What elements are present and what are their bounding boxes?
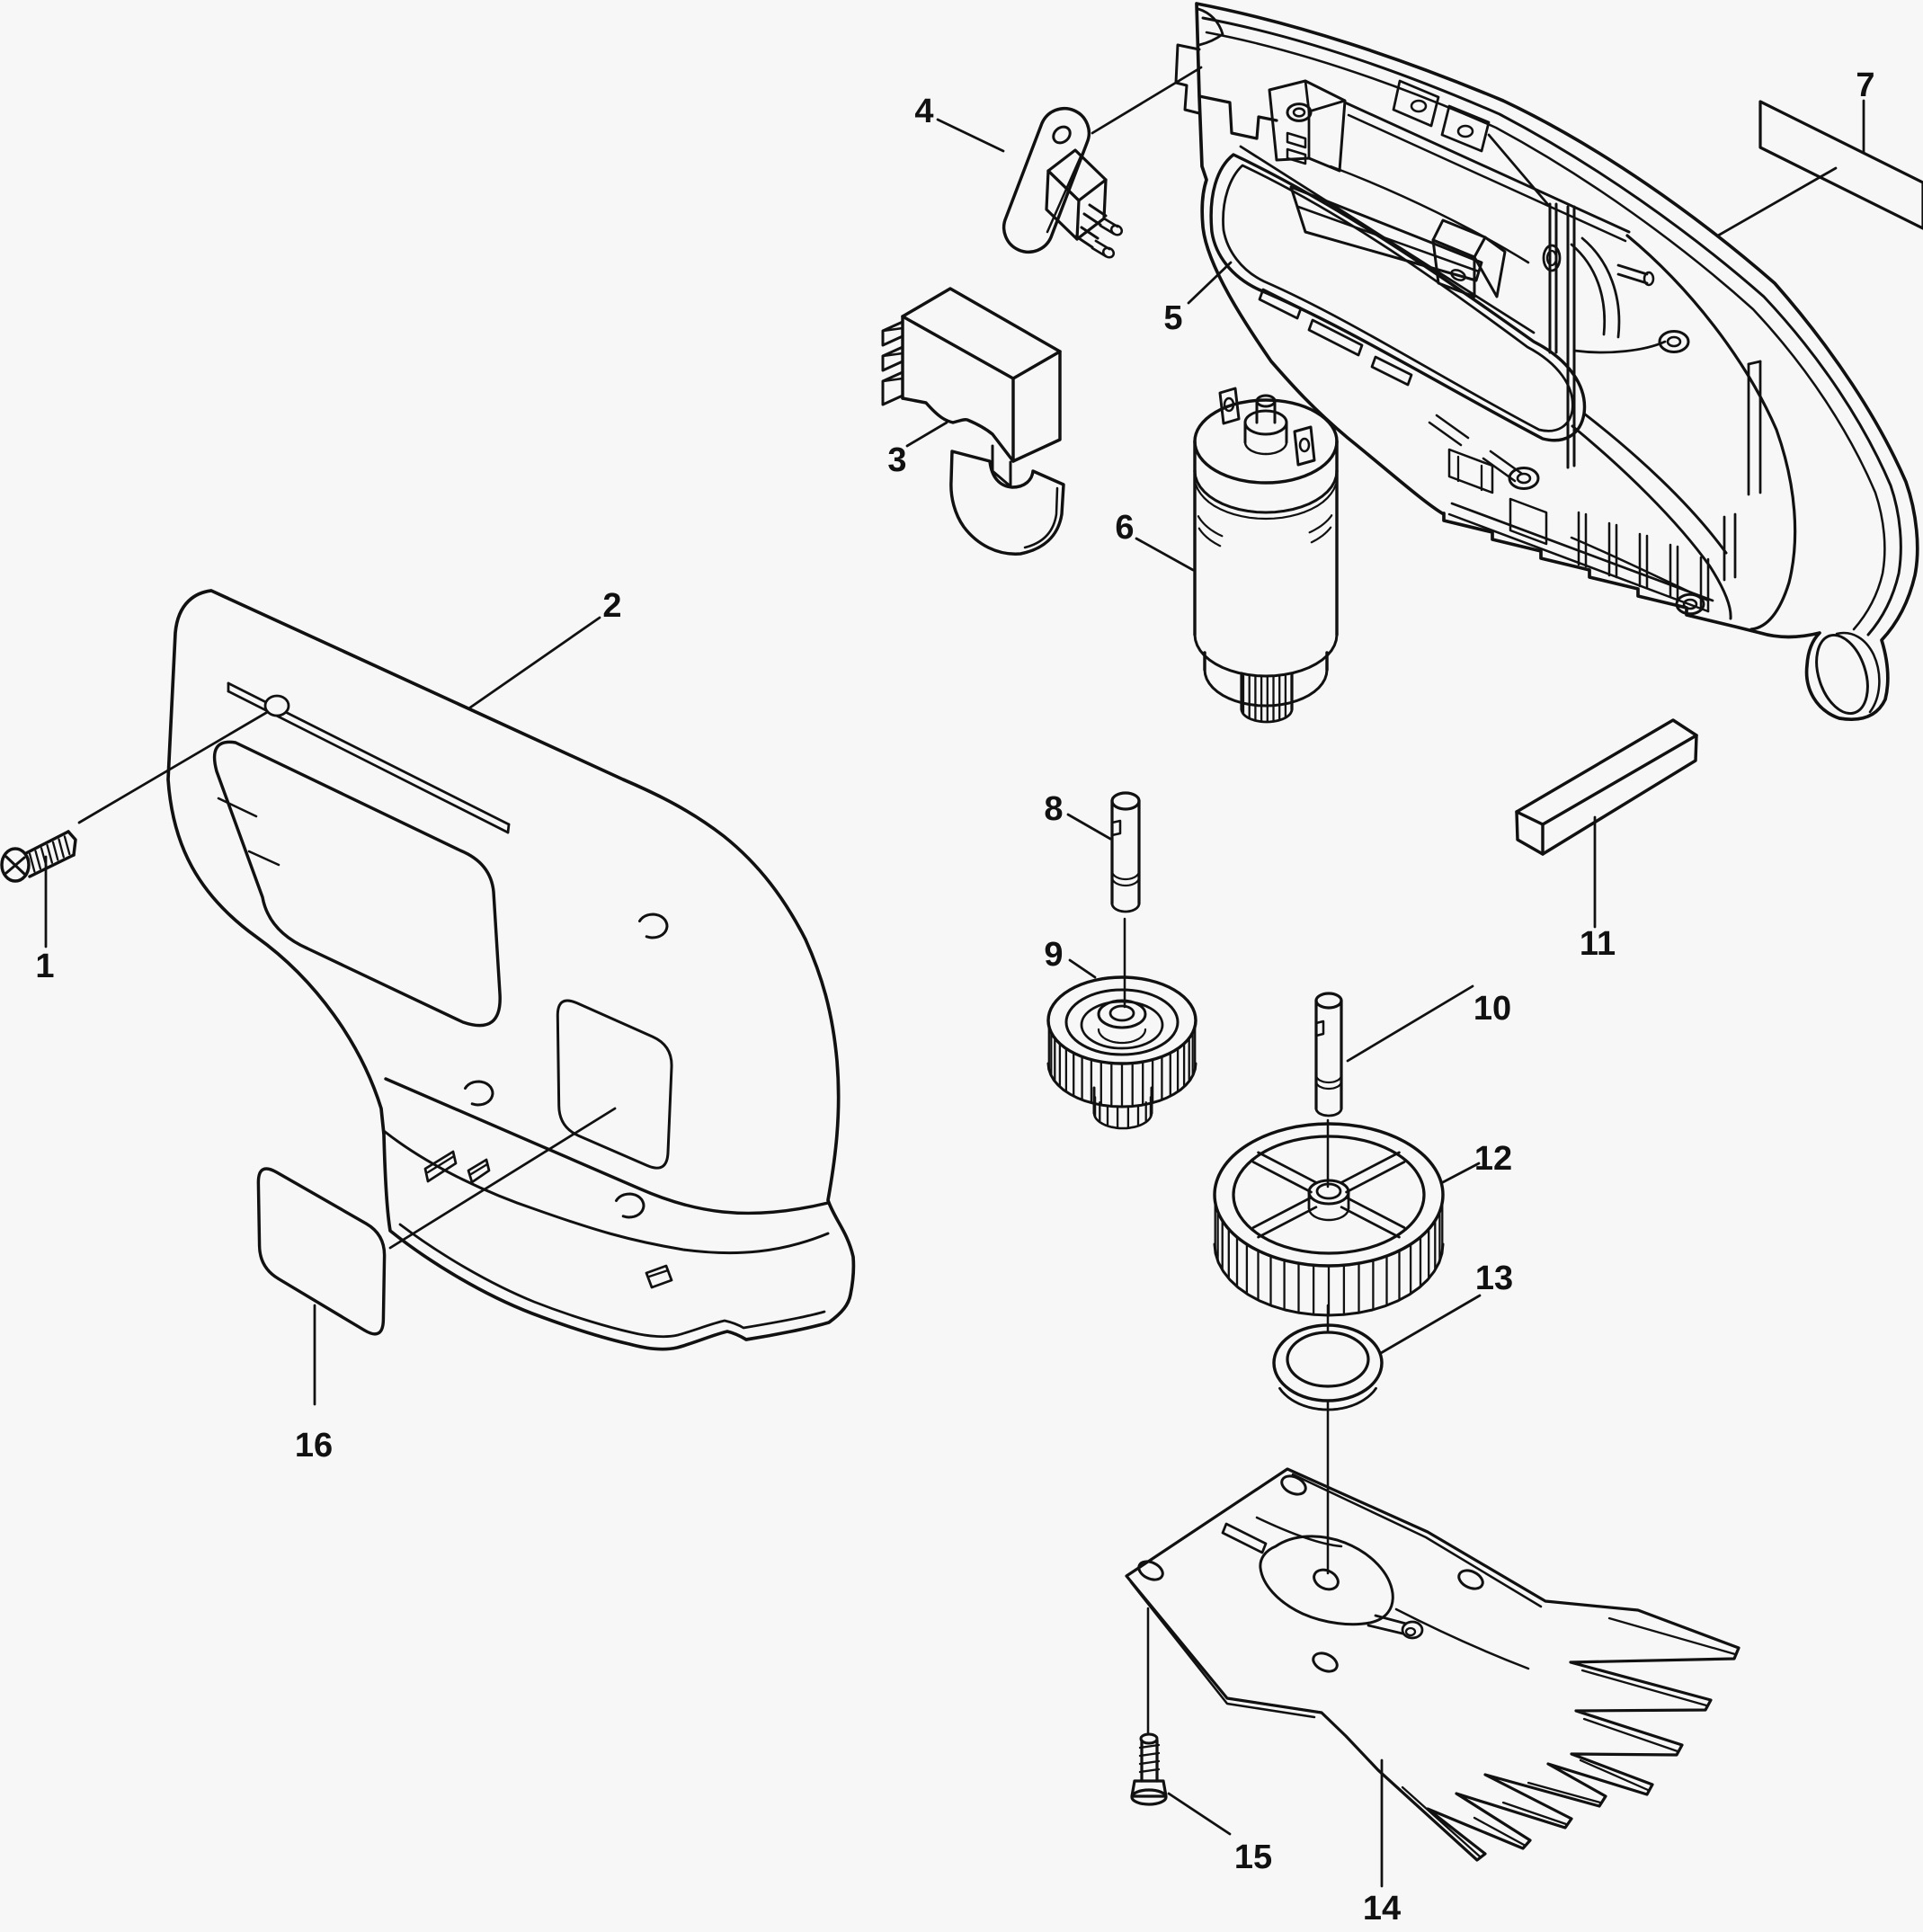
svg-text:6: 6	[1115, 509, 1134, 547]
svg-text:7: 7	[1856, 67, 1874, 104]
svg-text:3: 3	[887, 441, 906, 479]
svg-text:16: 16	[295, 1427, 333, 1465]
svg-text:1: 1	[35, 948, 54, 985]
svg-text:14: 14	[1363, 1890, 1401, 1928]
svg-text:11: 11	[1580, 925, 1616, 963]
svg-text:5: 5	[1163, 299, 1182, 337]
svg-text:10: 10	[1473, 990, 1511, 1028]
svg-text:4: 4	[914, 93, 933, 130]
svg-text:9: 9	[1044, 936, 1063, 974]
svg-text:15: 15	[1234, 1839, 1272, 1876]
svg-text:2: 2	[602, 587, 621, 625]
svg-text:12: 12	[1474, 1140, 1512, 1178]
svg-text:13: 13	[1475, 1260, 1513, 1297]
svg-text:8: 8	[1044, 790, 1063, 828]
